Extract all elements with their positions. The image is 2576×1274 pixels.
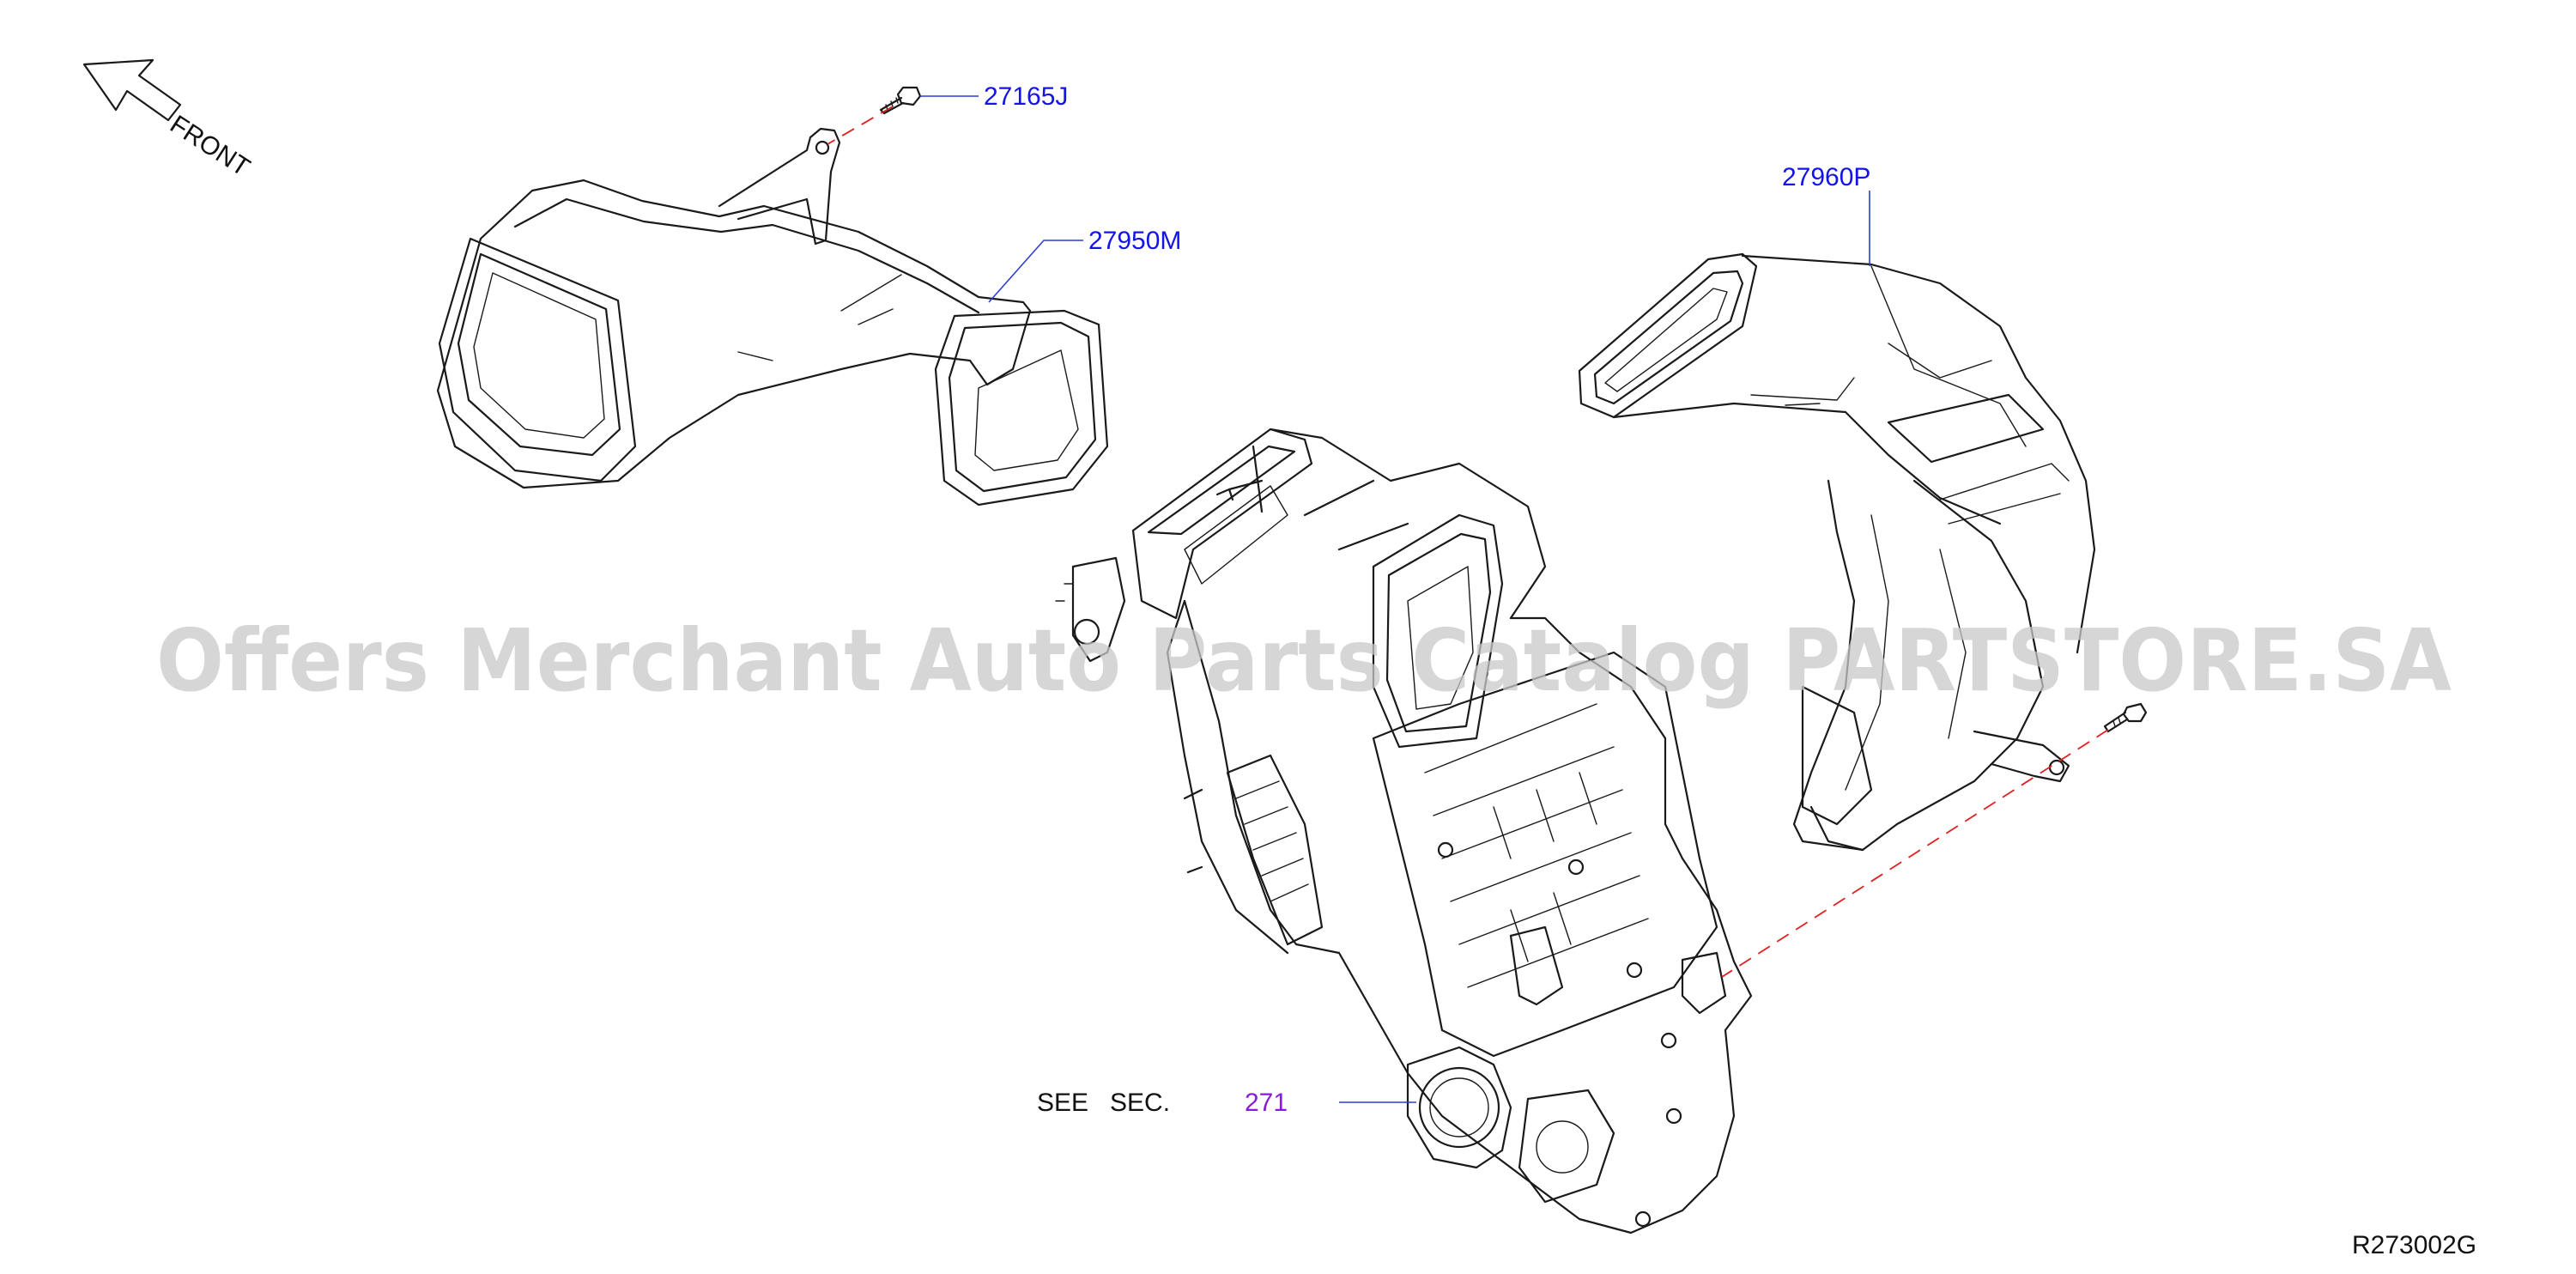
right-air-duct (1578, 252, 2096, 852)
see-section-prefix: SEE SEC. (1037, 1089, 1170, 1117)
section-number-271[interactable]: 271 (1245, 1089, 1288, 1117)
part-number-27960P[interactable]: 27960P (1782, 163, 1870, 191)
dashed-line-bolt-right (1721, 729, 2109, 978)
leader-27950M (988, 240, 1083, 303)
watermark-text: Offers Merchant Auto Parts Catalog PARTS… (156, 610, 2452, 711)
diagram-code: R273002G (2352, 1231, 2476, 1259)
left-air-duct (436, 127, 1109, 507)
front-arrow-icon (82, 58, 182, 122)
heater-unit-assembly (1055, 428, 1753, 1235)
front-label: FRONT (165, 110, 255, 182)
part-number-27165J[interactable]: 27165J (984, 82, 1068, 111)
part-number-27950M[interactable]: 27950M (1088, 227, 1181, 255)
bolt-icon-right (2103, 702, 2148, 733)
dashed-line-bolt-top (827, 106, 894, 145)
